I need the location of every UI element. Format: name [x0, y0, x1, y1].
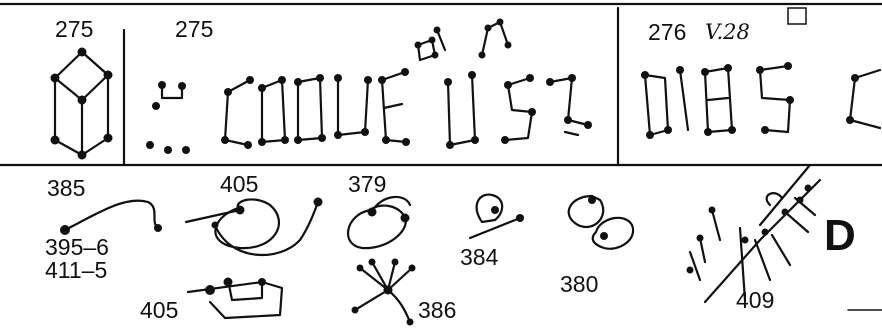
figure-384: [470, 195, 524, 238]
label-386: 386: [418, 297, 456, 323]
label-384: 384: [460, 244, 499, 270]
label-panel-2: 275: [175, 16, 213, 42]
glyph-box: [51, 48, 113, 160]
figure-380: [569, 196, 633, 249]
figure-405-bottom: [188, 278, 282, 319]
glyph-row-panel-3: [641, 62, 880, 139]
figure-385: [60, 201, 162, 235]
label-385: 385: [47, 175, 85, 201]
frame-lines: [0, 4, 882, 310]
figure-409: [687, 180, 821, 302]
label-panel-3: 276: [648, 19, 686, 45]
label-411-5: 411–5: [45, 257, 107, 283]
side-letter: D: [824, 211, 856, 260]
figure-379: [348, 197, 410, 248]
label-panel-3-handwritten: V.28: [705, 20, 750, 44]
label-405-top: 405: [220, 171, 258, 197]
label-panel-1: 275: [55, 16, 93, 42]
label-409: 409: [736, 287, 774, 313]
figure-386: [352, 259, 416, 326]
small-square-mark: [788, 8, 806, 24]
label-405-bottom: 405: [140, 297, 178, 323]
figure-405-top: [186, 198, 323, 255]
label-379: 379: [348, 171, 386, 197]
label-380: 380: [560, 271, 598, 297]
